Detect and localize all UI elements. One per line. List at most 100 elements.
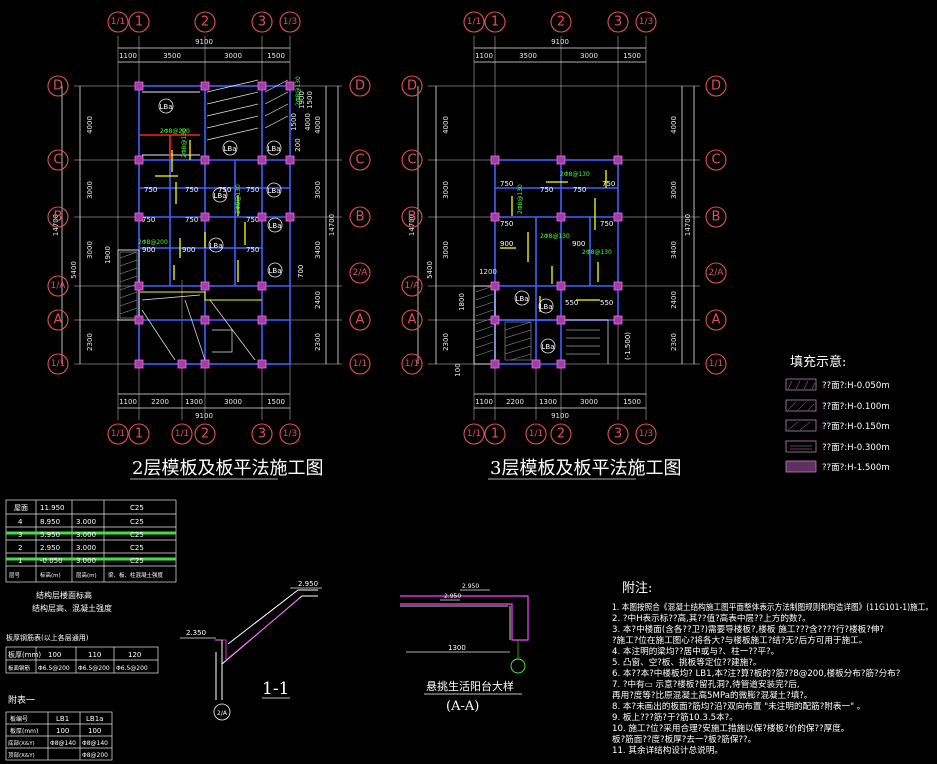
level-cell: 11.950	[40, 504, 65, 512]
span: 3000	[580, 398, 598, 406]
span: 2300	[442, 333, 450, 351]
note-line: 3. 本?中楼面(含各??卫?)需要导楼板?,楼板 施工???含????行?楼板…	[612, 623, 884, 635]
span: 5400	[426, 261, 434, 279]
span: 1900	[298, 91, 306, 109]
note-line: 4. 本注明的梁均??居中或与?、柱一??平?。	[612, 645, 779, 657]
axis-label: 1/1	[405, 359, 419, 369]
axis-label: A	[408, 313, 417, 328]
note-line: 5. 凸窗、空?板、挑板等定位??建施?。	[612, 656, 762, 668]
plan-2nd-floor: 2Φ8@200 2Φ8@200 2Φ8@130 2Φ8@130 2Φ8@130 …	[47, 11, 371, 480]
plan3-columns	[490, 155, 623, 369]
level-cell: 3.000	[76, 531, 96, 539]
note-line: 板?筋面??度?板厚?去一?板?筋保??。	[612, 733, 756, 745]
span: 3000	[86, 241, 94, 259]
legend-item: ??面?:H-0.100m	[822, 401, 890, 412]
axis-label: B	[356, 210, 365, 225]
note-line: 2. ?中H表示标??高,其??值?高表中层??上方的数?。	[612, 612, 811, 624]
total-width: 9100	[195, 38, 213, 46]
dim-label: 750	[246, 246, 259, 254]
legend-item: ??面?:H-1.500m	[822, 462, 890, 473]
span: 2400	[314, 291, 322, 309]
level-caption: 结构层高、混凝土强度	[32, 603, 112, 613]
detail-title: 悬挑生活阳台大样	[426, 679, 514, 693]
level-header: 层高(m)	[76, 571, 97, 579]
lb-cell: Φ8@140	[82, 740, 108, 747]
lb-cell: LB1a	[86, 715, 103, 723]
total-width: 9100	[551, 412, 569, 420]
slab-tag: LBa	[269, 222, 282, 230]
axis-label: C	[53, 153, 62, 168]
span: 1100	[119, 52, 137, 60]
slab-tag: LBa	[540, 303, 553, 311]
slab-tag: LBa	[214, 192, 227, 200]
axis-label: D	[711, 79, 721, 94]
span: 1500	[623, 52, 641, 60]
lb-cell: Φ8@140	[50, 740, 76, 747]
dim-label: 750	[602, 180, 615, 188]
span: 3400	[670, 241, 678, 259]
note-line: ?施工?位在施工图心?将各大?与楼板施工?结?无?后方可用于施工。	[612, 634, 867, 646]
span: 1500	[623, 398, 641, 406]
axis-label: B	[408, 210, 417, 225]
dim-label: 750	[246, 216, 259, 224]
dim-label: 750	[573, 186, 586, 194]
span: 2300	[670, 333, 678, 351]
level-cell: 2	[18, 544, 22, 552]
span: 100	[454, 363, 462, 376]
span: 3500	[163, 52, 181, 60]
plan3-slab-tags: LBa LBa LBa	[514, 290, 556, 354]
axis-label: 1	[491, 15, 499, 30]
level-header: 标高(m)	[40, 571, 61, 579]
plan2-title: 2层模板及板平法施工图	[132, 458, 323, 479]
fill-legend: 填充示意: ??面?:H-0.050m ??面?:H-0.100m ??面?:H…	[785, 354, 890, 473]
total-width: 9100	[551, 38, 569, 46]
total-height: 14700	[328, 214, 336, 236]
slab-cell: 120	[128, 651, 141, 659]
span: 5400	[70, 261, 78, 279]
axis-label: 1/A	[405, 281, 421, 291]
span: 2400	[670, 291, 678, 309]
plan3-yellow-rebars	[500, 170, 607, 312]
level-cell: 8.950	[40, 518, 60, 526]
axis-label: D	[355, 79, 365, 94]
slab-tag: LBa	[269, 267, 282, 275]
level-header: 梁、板、柱混凝土强度	[108, 571, 164, 579]
span: 3000	[224, 398, 242, 406]
level-cell: 1	[18, 557, 22, 565]
level-cell: 4	[18, 518, 23, 526]
slab-tag: LBa	[210, 242, 223, 250]
span: 1800	[458, 293, 466, 311]
span: 3000	[670, 181, 678, 199]
slab-table-title: 板厚钢筋表(以上各层通用)	[6, 633, 89, 642]
total-height: 14700	[52, 214, 60, 236]
span: 200	[294, 138, 302, 151]
lb-table-title: 附表一	[8, 694, 35, 706]
dim-label: 750	[142, 216, 155, 224]
dim-label: 550	[565, 299, 578, 307]
total-height: 14700	[684, 214, 692, 236]
axis-label: 1/1	[111, 429, 125, 439]
plan3-rebar-label: 2Φ8@130	[517, 184, 524, 214]
level-header: 层号	[9, 572, 21, 579]
axis-label: 3	[258, 15, 266, 30]
axis-label: 1/1	[175, 429, 189, 439]
slab-tag: LBa	[542, 343, 555, 351]
span: 3400	[314, 241, 322, 259]
axis-label: C	[407, 153, 416, 168]
axis-label: 2/A	[709, 268, 725, 278]
detail-level: 2.950	[444, 593, 461, 600]
note-line: 6. 本??本?中楼板均? LB1,本?注?算?板的?筋??8@200,楼板分布…	[612, 667, 900, 679]
span: 3000	[314, 181, 322, 199]
axis-label: 1/1	[709, 359, 723, 369]
section-1-1: 2.350 2.950 2/A 1-1	[180, 580, 322, 721]
lb-cell: 板厚(mm)	[10, 727, 38, 735]
dim-label: 750	[500, 220, 513, 228]
axis-label: 2	[201, 15, 209, 30]
dim-label: 900	[500, 240, 513, 248]
span: 3000	[442, 181, 450, 199]
axis-label: 1	[135, 427, 143, 442]
span: 1900	[104, 246, 112, 264]
lb-cell: 顶部(X&Y)	[8, 751, 35, 759]
span: 4000	[304, 113, 312, 131]
span: 2300	[314, 333, 322, 351]
